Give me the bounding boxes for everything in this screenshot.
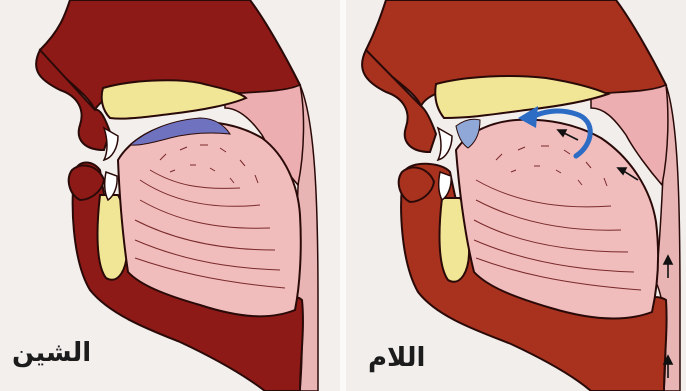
sheen-letter-label: الشين [12, 338, 91, 368]
lam-articulation-panel: اللام [346, 0, 686, 391]
upper-incisor [438, 128, 452, 160]
sheen-articulation-panel: الشين [0, 0, 340, 391]
lam-letter-label: اللام [368, 343, 425, 373]
lam-mouth-diagram [346, 0, 686, 391]
sheen-mouth-diagram [0, 0, 340, 391]
